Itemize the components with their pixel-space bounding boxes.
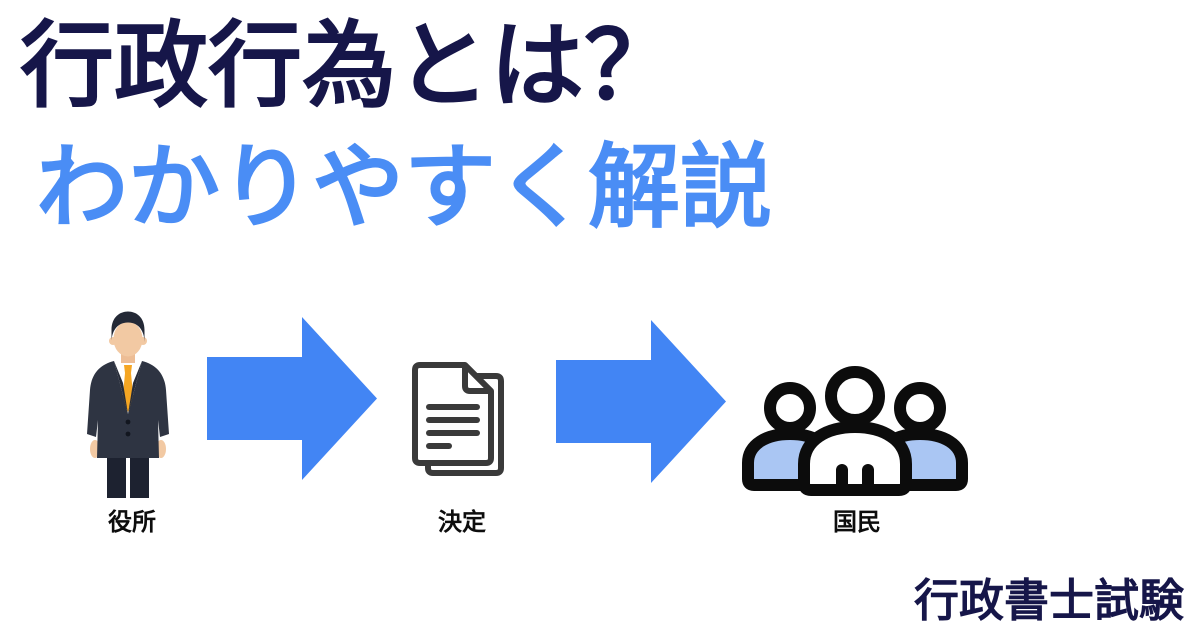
document-icon bbox=[412, 362, 504, 476]
step-label-government-office: 役所 bbox=[108, 509, 156, 536]
arrow-right-icon bbox=[207, 317, 377, 480]
arrow-right-icon bbox=[556, 320, 726, 483]
people-group-icon bbox=[742, 366, 968, 496]
step-label-citizens: 国民 bbox=[833, 509, 881, 536]
step-label-decision: 決定 bbox=[438, 509, 486, 536]
businessman-icon bbox=[87, 311, 169, 498]
site-name: 行政書士試験 bbox=[913, 575, 1184, 626]
page-subtitle: わかりやすく解説 bbox=[36, 137, 773, 239]
page-title: 行政行為とは？ bbox=[20, 13, 679, 118]
